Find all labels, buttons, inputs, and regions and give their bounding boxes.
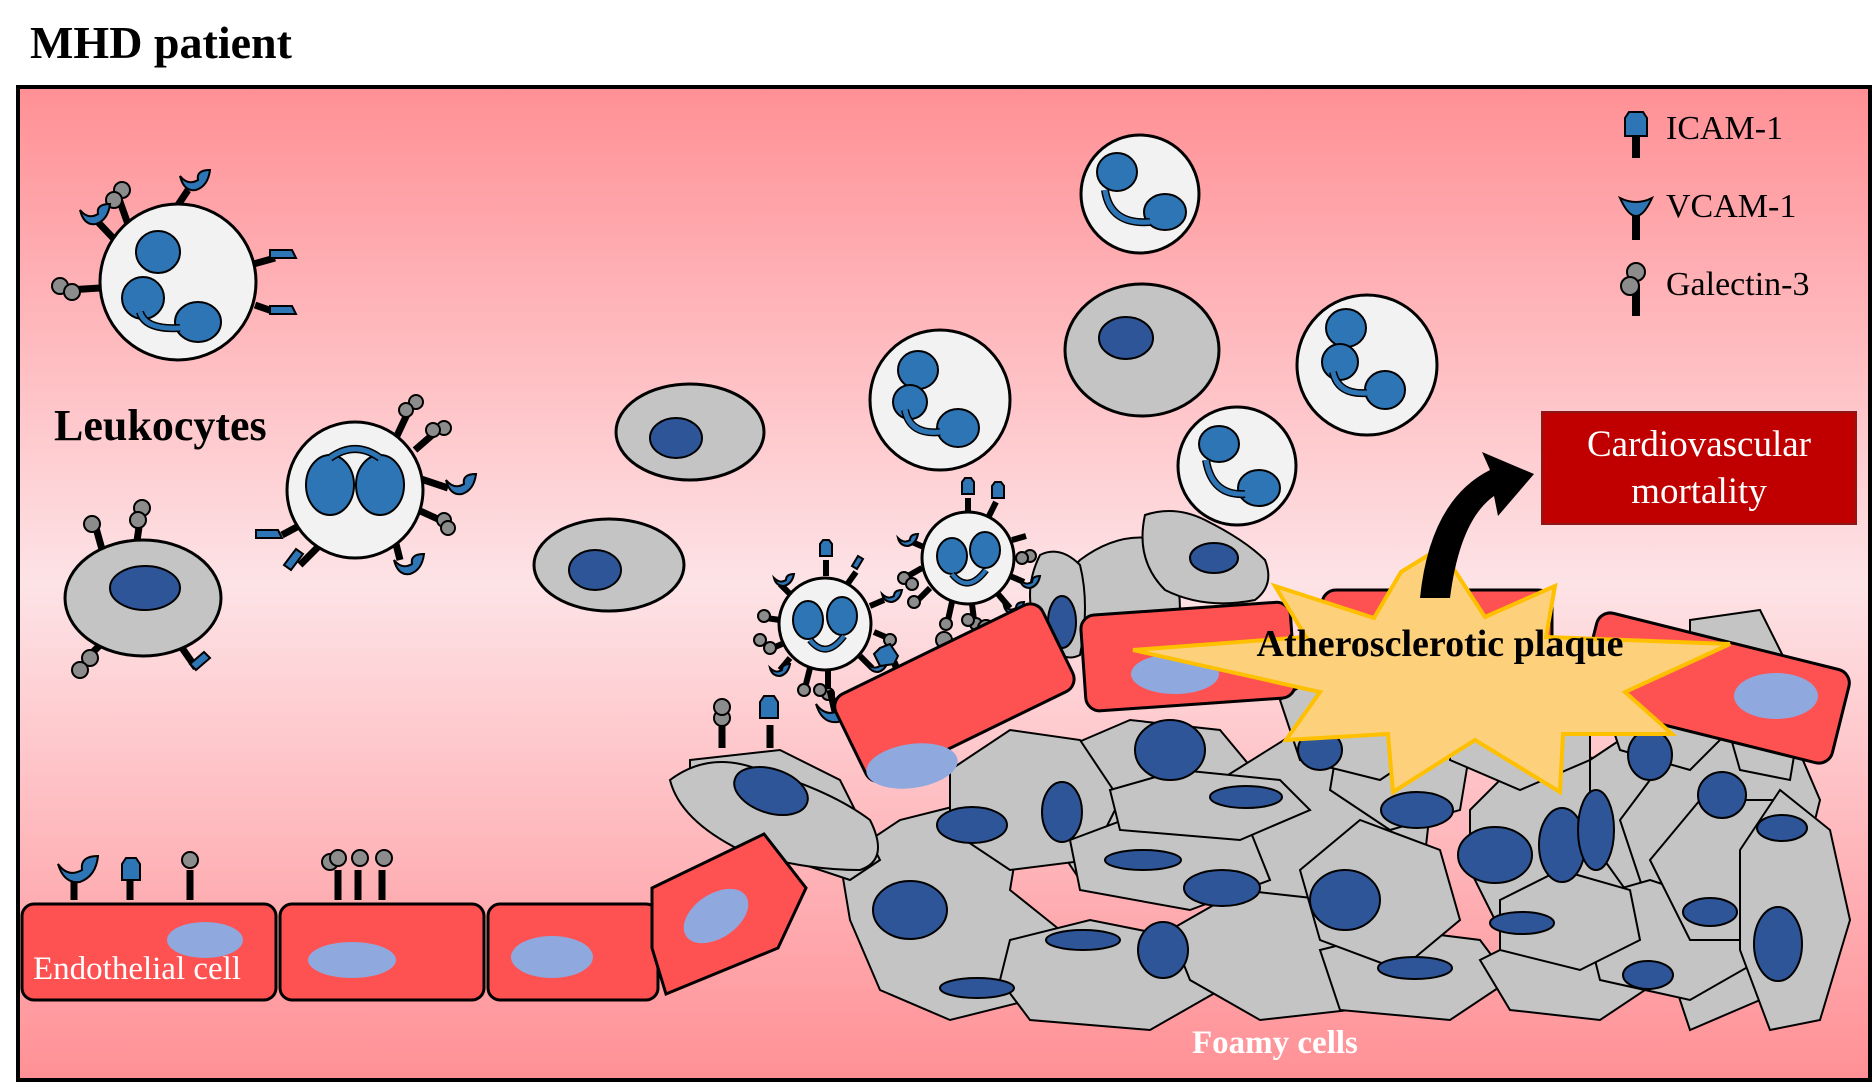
- adherent-monocyte: [668, 510, 1270, 872]
- legend-label-galectin-3: Galectin-3: [1666, 266, 1810, 303]
- adherent-leukocyte: [896, 477, 1042, 631]
- adherent-leukocyte: [753, 539, 904, 701]
- legend-label-icam-1: ICAM-1: [1666, 110, 1784, 147]
- icam-1-icon: [1624, 111, 1648, 158]
- endothelial-cell-label: Endothelial cell: [33, 951, 242, 987]
- monocyte-with-receptors: [63, 499, 223, 679]
- leukocyte-cell: [1176, 405, 1298, 527]
- monocyte-cell: [532, 517, 686, 613]
- foamy-cells-label: Foamy cells: [1192, 1025, 1358, 1061]
- leukocyte-with-receptors: [51, 168, 298, 362]
- outcome-box: Cardiovascular mortality: [1541, 411, 1857, 525]
- leukocytes-label: Leukocytes: [54, 401, 267, 450]
- page-title: MHD patient: [30, 17, 292, 68]
- leukocyte-cell: [1295, 293, 1439, 437]
- leukocyte-cell: [868, 328, 1012, 472]
- leukocyte-cell: [1079, 133, 1201, 255]
- galectin-3-icon: [1620, 262, 1646, 316]
- leukocyte-with-receptors: [255, 394, 478, 576]
- plaque-starburst: [1132, 545, 1731, 796]
- plaque-label: Atherosclerotic plaque: [1256, 623, 1624, 665]
- monocyte-cell: [1063, 282, 1221, 418]
- vcam-1-icon: [1617, 195, 1655, 240]
- outcome-arrow: [1420, 452, 1534, 598]
- monocyte-cell: [614, 382, 766, 482]
- legend-label-vcam-1: VCAM-1: [1666, 188, 1797, 225]
